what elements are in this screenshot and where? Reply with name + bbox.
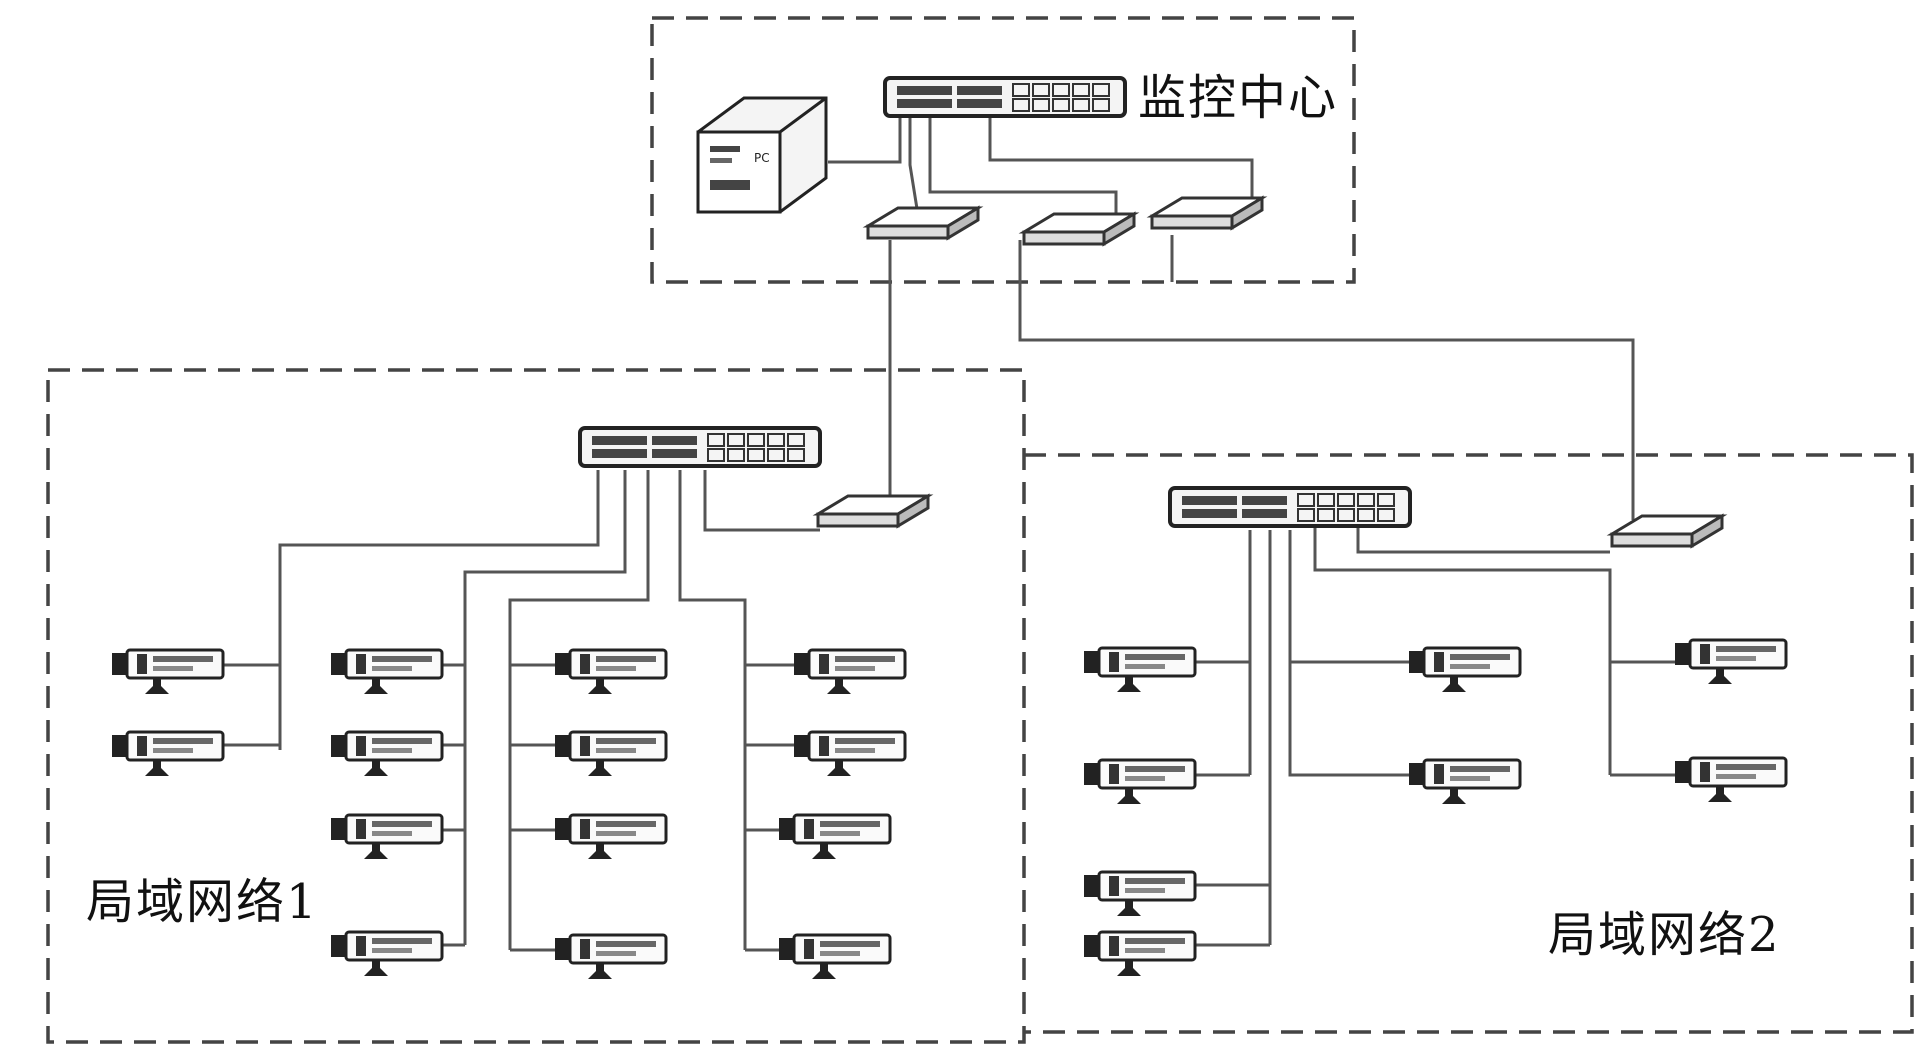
camera xyxy=(330,813,444,861)
camera xyxy=(330,930,444,978)
camera xyxy=(1083,870,1197,918)
lan1-router xyxy=(816,494,930,528)
center-router-2 xyxy=(1022,212,1136,246)
camera xyxy=(554,813,668,861)
camera xyxy=(330,730,444,778)
lan2-box xyxy=(1024,453,1914,1034)
monitoring-center-box xyxy=(650,16,1356,284)
camera xyxy=(778,933,892,981)
monitoring-center-label: 监控中心 xyxy=(1138,70,1339,126)
camera xyxy=(554,730,668,778)
pc-badge: PC xyxy=(754,151,770,165)
camera xyxy=(1083,646,1197,694)
center-router-1 xyxy=(866,206,980,240)
lan2-label: 局域网络2 xyxy=(1548,907,1781,963)
camera xyxy=(554,648,668,696)
computer-icon: PC xyxy=(696,96,828,214)
camera xyxy=(778,813,892,861)
camera xyxy=(554,933,668,981)
camera xyxy=(1083,758,1197,806)
lan2-switch xyxy=(1168,486,1412,528)
lan2-router xyxy=(1610,514,1724,548)
lan2-wires xyxy=(1190,526,1680,947)
camera xyxy=(1408,646,1522,694)
camera xyxy=(793,648,907,696)
camera xyxy=(1083,930,1197,978)
camera xyxy=(330,648,444,696)
camera xyxy=(793,730,907,778)
camera xyxy=(111,648,225,696)
lan1-box xyxy=(46,368,1026,1044)
center-switch xyxy=(883,76,1127,118)
camera xyxy=(111,730,225,778)
camera xyxy=(1408,758,1522,806)
camera xyxy=(1674,756,1788,804)
center-router-3 xyxy=(1150,196,1264,230)
lan1-label: 局域网络1 xyxy=(86,874,319,930)
camera xyxy=(1674,638,1788,686)
lan1-wires xyxy=(215,470,820,952)
center-wires xyxy=(828,104,1635,520)
lan1-switch xyxy=(578,426,822,468)
